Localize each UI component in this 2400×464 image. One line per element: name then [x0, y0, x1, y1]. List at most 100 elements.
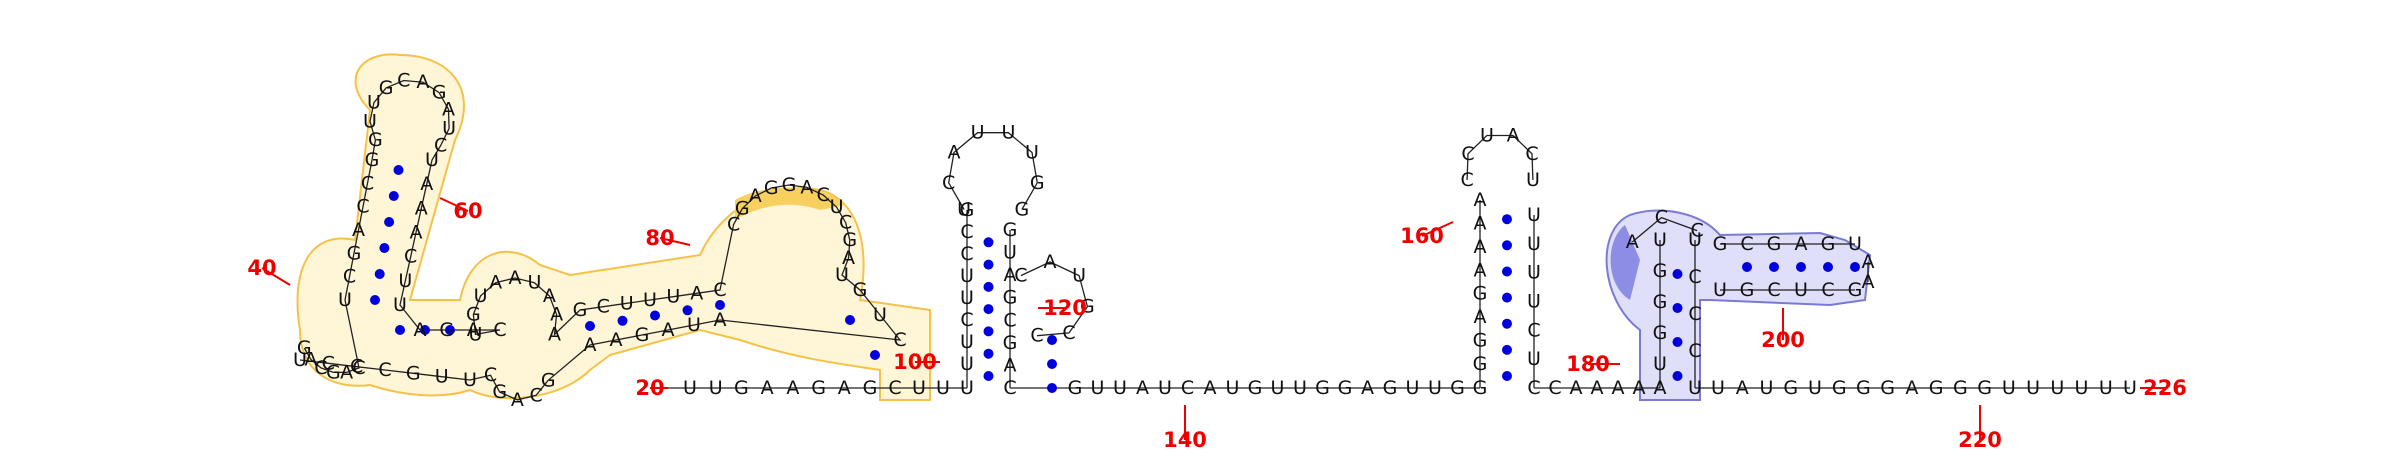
- left-domain-base: C: [361, 172, 374, 194]
- left-domain-base: C: [356, 196, 369, 218]
- left-domain-base: A: [352, 219, 365, 241]
- tail-3prime-base: A: [1905, 377, 1918, 399]
- linker-b-base: U: [1091, 377, 1105, 399]
- left-domain-base: G: [379, 77, 394, 99]
- left-domain-base: C: [378, 359, 391, 381]
- hairpin2-right-base: C: [1527, 377, 1540, 399]
- hairpin2-loop-base: C: [1460, 169, 1473, 191]
- hairpin2-left-base: A: [1474, 212, 1487, 234]
- left-domain-base: A: [550, 304, 563, 326]
- left-domain-base: G: [432, 82, 447, 104]
- hairpin1-inner-base: C: [1062, 322, 1075, 344]
- left-domain-base: U: [527, 272, 541, 294]
- left-domain-base: U: [830, 196, 844, 218]
- hairpin1-loop-base: G: [1030, 172, 1045, 194]
- linker-a-base: U: [936, 377, 950, 399]
- tail-5prime-base: U: [709, 377, 723, 399]
- left-domain-base: G: [347, 242, 362, 264]
- left-domain-base: A: [414, 319, 427, 341]
- hairpin3-arm-top-base: A: [1795, 233, 1808, 255]
- linker-c-base: A: [1591, 377, 1604, 399]
- tail-3prime-base: G: [1880, 377, 1895, 399]
- hairpin1-right-base: U: [1003, 242, 1017, 264]
- position-label-180: 180: [1566, 352, 1610, 376]
- base-pair-dot: [983, 371, 994, 381]
- left-domain-base: C: [597, 296, 610, 318]
- hairpin1-right-base: G: [1003, 219, 1018, 241]
- left-domain-base: A: [420, 173, 433, 195]
- left-domain-base: C: [404, 246, 417, 268]
- left-domain-base: G: [842, 229, 857, 251]
- hairpin2-right-base: U: [1527, 262, 1541, 284]
- left-domain-base: G: [297, 337, 312, 359]
- left-domain-base: C: [352, 357, 365, 379]
- hairpin3-left-base: U: [1653, 229, 1667, 251]
- base-pair-dot: [1502, 344, 1512, 355]
- linker-b-base: U: [1428, 377, 1442, 399]
- highlight-region-yellow: [296, 53, 931, 401]
- hairpin3-arm-top-base: G: [1767, 233, 1782, 255]
- base-pair-dot: [983, 259, 994, 270]
- hairpin2-right-base: U: [1527, 291, 1541, 313]
- hairpin3-arm-bottom-base: U: [1713, 279, 1727, 301]
- left-domain-base: A: [662, 319, 675, 341]
- hairpin3-right-base: C: [1688, 340, 1701, 362]
- left-domain-base: U: [474, 285, 488, 307]
- position-label-20: 20: [635, 376, 664, 400]
- base-pair-dot: [1823, 262, 1833, 272]
- base-pair-dot: [379, 243, 390, 253]
- left-domain-base: A: [467, 319, 480, 341]
- left-domain-base: C: [713, 279, 726, 301]
- base-pair-dot: [395, 325, 405, 335]
- linker-b-base: U: [1158, 377, 1172, 399]
- left-domain-base: A: [410, 222, 423, 244]
- hairpin1-right-base: A: [1004, 354, 1017, 376]
- left-domain-base: G: [764, 177, 779, 199]
- hairpin2-loop-base: U: [1480, 125, 1494, 147]
- base-pair-dot: [1850, 262, 1860, 272]
- hairpin1-left-base: C: [960, 243, 973, 265]
- hairpin1-loop-base: U: [1025, 142, 1039, 164]
- position-label-226: 226: [2143, 376, 2187, 400]
- linker-c-base: A: [1570, 377, 1583, 399]
- left-domain-base: C: [343, 266, 356, 288]
- hairpin3-left-base: G: [1653, 260, 1668, 282]
- linker-b-base: U: [1113, 377, 1127, 399]
- base-pair-dot: [1769, 262, 1779, 272]
- left-domain-base: C: [434, 135, 447, 157]
- left-domain-base: G: [782, 174, 797, 196]
- left-domain-base: G: [466, 304, 481, 326]
- hairpin3-left-base: G: [1653, 322, 1668, 344]
- hairpin1-inner-base: A: [1044, 251, 1057, 273]
- hairpin3-loop-base: C: [1690, 220, 1703, 242]
- highlight-strong-yellow: [735, 187, 845, 220]
- hairpin3-arm-tip-base: A: [1862, 271, 1875, 293]
- left-domain-base: G: [365, 149, 380, 171]
- base-pair-dot: [1672, 371, 1683, 381]
- left-domain-base: A: [749, 185, 762, 207]
- tail-3prime-base: U: [2123, 377, 2137, 399]
- linker-b-base: A: [1361, 377, 1374, 399]
- hairpin3-arm-tip-base: A: [1862, 251, 1875, 273]
- hairpin3-arm-bottom-base: U: [1794, 279, 1808, 301]
- hairpin1-left-base: G: [960, 199, 975, 221]
- left-domain-base: G: [735, 198, 750, 220]
- hairpin3-left-base: U: [1653, 353, 1667, 375]
- tail-3prime-base: U: [2002, 377, 2016, 399]
- hairpin2-right-base: U: [1527, 204, 1541, 226]
- base-pair-dot: [1047, 359, 1057, 369]
- hairpin2-right-base: U: [1527, 233, 1541, 255]
- base-pair-dot: [1502, 318, 1512, 329]
- tail-3prime-base: G: [1953, 377, 1968, 399]
- left-domain-base: A: [304, 348, 317, 370]
- base-pair-dot: [1742, 262, 1752, 272]
- hairpin3-right-base: C: [1688, 266, 1701, 288]
- linker-b-base: U: [1226, 377, 1240, 399]
- left-domain-base: C: [893, 329, 906, 351]
- base-pair-dot: [1502, 266, 1512, 277]
- hairpin1-loop-base: U: [957, 199, 971, 221]
- left-domain-base: U: [398, 270, 412, 292]
- left-domain-base: U: [425, 149, 439, 171]
- hairpin3-right-base: U: [1688, 377, 1702, 399]
